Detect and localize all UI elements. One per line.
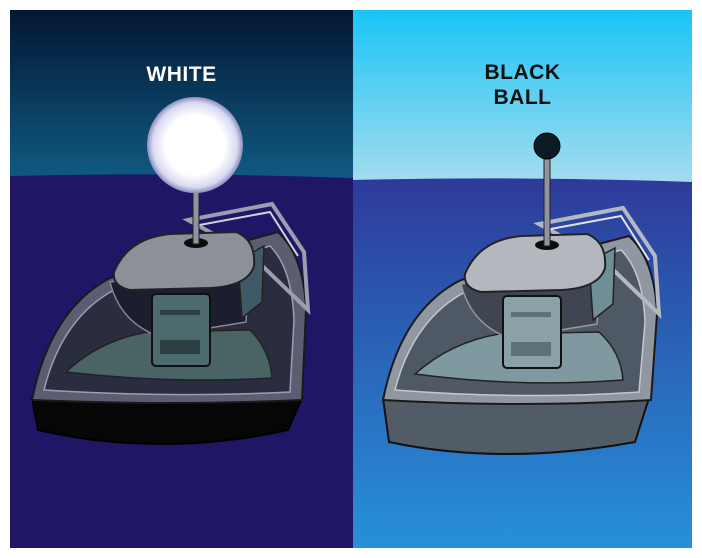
day-panel: BLACK BALL (353, 10, 692, 548)
black-ball-label: BLACK BALL (353, 60, 692, 110)
black-ball-label-line2: BALL (353, 85, 692, 110)
white-label: WHITE (10, 62, 353, 87)
night-panel: WHITE (10, 10, 353, 548)
black-ball (534, 133, 560, 159)
mast (193, 192, 199, 244)
mast (544, 156, 550, 246)
black-ball-label-line1: BLACK (353, 60, 692, 85)
white-light (147, 97, 243, 193)
night-scene (10, 10, 353, 548)
